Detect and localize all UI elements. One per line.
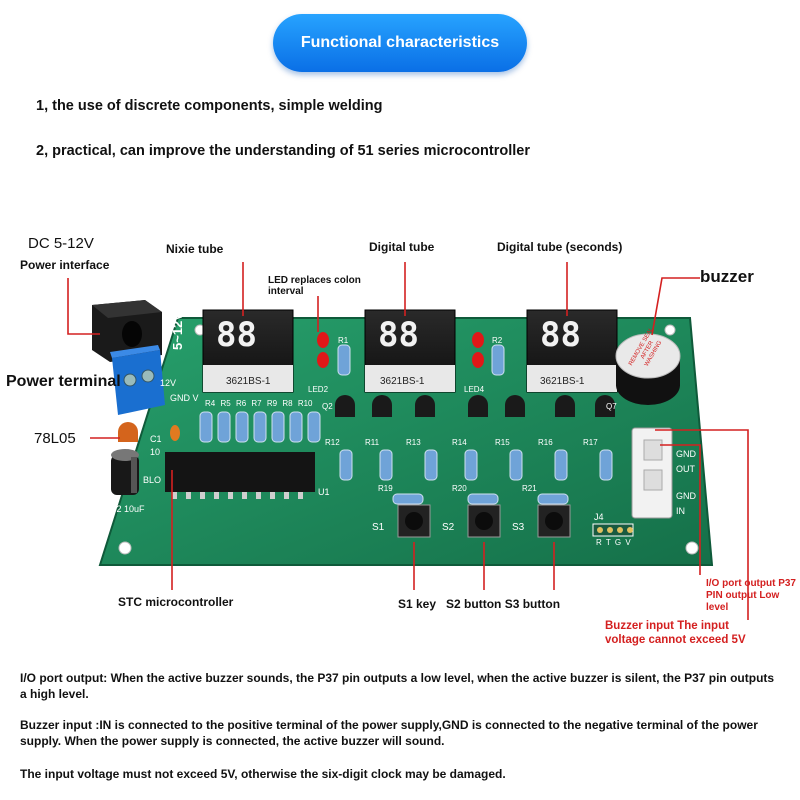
leader-lines [67,262,749,620]
buzzer-component [615,333,681,405]
silk-led2: LED2 [308,385,329,394]
label-buzzer: buzzer [700,267,754,286]
leader-buzzer-input [655,429,749,620]
leader-buzzer [651,277,700,336]
silk-r12: R12 [325,438,340,447]
silk-r13: R13 [406,438,421,447]
silk-j4: J4 [594,512,604,522]
led-pair-2 [472,332,484,368]
svg-text:88: 88 [540,315,581,355]
capacitor-c1 [170,425,180,441]
dc-jack [92,300,162,362]
regulator-78l05 [118,422,138,442]
silk-r2: R2 [492,336,503,345]
silk-q7: Q7 [606,402,617,411]
resistor-array-top [199,411,321,443]
label-buzzer-input: Buzzer input The input voltage cannot ex… [605,620,746,646]
display-1: 88 [202,309,294,393]
capacitor-c2 [111,449,139,495]
silk-j4-pins: R T G V [596,538,631,547]
header-j4 [592,523,634,537]
note-io-output: I/O port output: When the active buzzer … [20,671,775,701]
resistor-keys [392,493,569,505]
silk-c1-value: 10 [150,447,161,457]
label-led-colon: LED replaces colon interval [268,275,361,297]
label-power-interface: Power interface [20,258,110,272]
silk-resistors-top: R4 R5 R6 R7 R9 R8 R10 [205,399,313,408]
display-part-2: 3621BS-1 [380,376,425,387]
silk-blo: BLO [143,475,162,485]
label-keys: S1 key S2 button S3 button [398,597,561,611]
silk-r21: R21 [522,484,537,493]
silk-r19: R19 [378,484,393,493]
switch-s1 [397,504,431,538]
silk-q2: Q2 [322,402,333,411]
svg-text:88: 88 [378,315,419,355]
power-terminal-block [110,345,165,415]
mount-hole [664,324,676,336]
silk-r16: R16 [538,438,553,447]
silk-12v: 12V [160,378,177,388]
svg-text:88: 88 [216,315,257,355]
intro-line-2: 2, practical, can improve the understand… [36,143,530,159]
switch-s2 [467,504,501,538]
silk-r11: R11 [365,438,380,447]
resistor-led [337,344,505,376]
display-part-3: 3621BS-1 [540,376,585,387]
white-connector [631,427,673,519]
silk-u1: U1 [318,487,330,497]
silk-led4: LED4 [464,385,485,394]
label-digital-tube-seconds: Digital tube (seconds) [497,240,623,254]
resistor-array-mid [339,449,613,481]
silk-s2: S2 [442,522,455,533]
label-power-terminal: Power terminal [6,373,121,390]
silk-r20: R20 [452,484,467,493]
note-input-voltage: The input voltage must not exceed 5V, ot… [20,767,506,781]
title-banner: Functional characteristics [273,14,527,72]
switch-s3 [537,504,571,538]
transistor-row [335,395,615,417]
label-nixie-tube: Nixie tube [166,242,224,256]
display-3: 88 [526,309,618,393]
label-dc-voltage: DC 5-12V [28,235,94,252]
silk-c2: C2 10uF [110,504,145,514]
leader-power-interface [67,278,100,335]
display-part-1: 3621BS-1 [226,376,271,387]
silk-r1: R1 [338,336,349,345]
silk-c1: C1 [150,434,162,444]
intro-line-1: 1, the use of discrete components, simpl… [36,98,383,114]
silk-r17: R17 [583,438,598,447]
note-buzzer-input: Buzzer input :IN is connected to the pos… [20,718,758,748]
leader-io [660,444,701,575]
label-78l05: 78L05 [34,430,76,447]
label-io-output: I/O port output P37 PIN output Low level [706,578,796,613]
silk-r14: R14 [452,438,467,447]
silk-terminal-pins: GND OUT GND IN [676,449,696,516]
silk-voltage: 5~12V [170,312,185,350]
silk-r15: R15 [495,438,510,447]
label-stc-microcontroller: STC microcontroller [118,595,234,609]
silk-s1: S1 [372,522,385,533]
stc-chip [165,452,315,499]
display-2: 88 [364,309,456,393]
mount-hole [118,541,132,555]
silk-s3: S3 [512,522,525,533]
led-pair-1 [317,332,329,368]
title-text: Functional characteristics [300,34,500,51]
mount-hole [685,541,699,555]
label-digital-tube: Digital tube [369,240,435,254]
silk-gnd-vcc: GND V [170,393,199,403]
